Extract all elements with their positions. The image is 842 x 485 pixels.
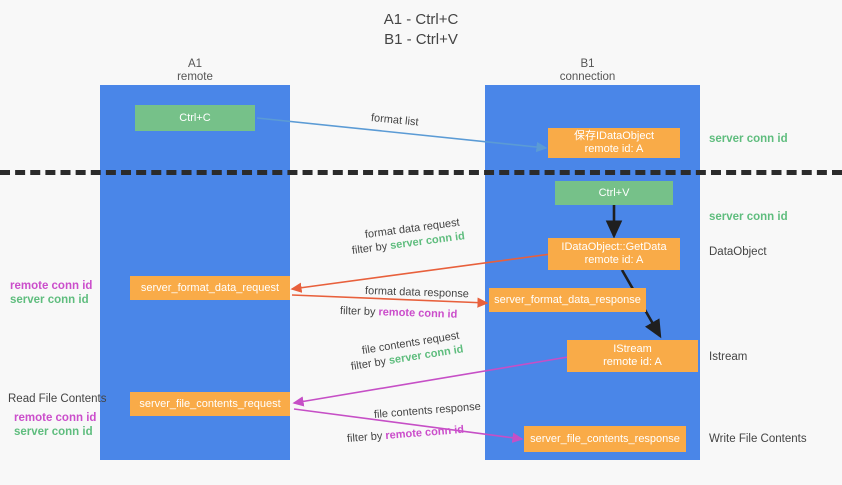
filter-prefix: filter by xyxy=(346,429,386,445)
box-ctrl-v-label: Ctrl+V xyxy=(598,186,630,199)
arrow-format-data-response xyxy=(291,294,489,308)
box-save-idataobject-line1: 保存IDataObject xyxy=(573,130,655,142)
arrow-file-contents-request xyxy=(292,356,569,407)
box-server-format-data-request-label: server_format_data_request xyxy=(140,281,280,294)
arrow-format-list xyxy=(256,117,548,153)
box-istream-line2: remote id: A xyxy=(603,356,662,368)
box-ctrl-c[interactable]: Ctrl+C xyxy=(135,105,255,131)
box-server-file-contents-request-label: server_file_contents_request xyxy=(139,397,281,410)
left-label-server-conn-id-upper: server conn id xyxy=(10,294,89,306)
box-server-file-contents-response-label: server_file_contents_response xyxy=(530,432,680,445)
box-server-file-contents-response[interactable]: server_file_contents_response xyxy=(524,426,686,452)
lane-header-b1-sub: connection xyxy=(559,71,616,83)
box-server-file-contents-request[interactable]: server_file_contents_request xyxy=(130,392,290,416)
box-save-idataobject-line2: remote id: A xyxy=(584,143,644,155)
box-server-format-data-response[interactable]: server_format_data_response xyxy=(489,288,646,312)
right-label-write-file-contents: Write File Contents xyxy=(709,433,807,445)
edge-label-format-data-response-text: format data response xyxy=(364,285,470,301)
lane-header-b1: B1 connection xyxy=(495,58,680,84)
box-server-format-data-response-label: server_format_data_response xyxy=(494,293,641,306)
box-server-format-data-request[interactable]: server_format_data_request xyxy=(130,276,290,300)
right-label-server-conn-id-top: server conn id xyxy=(709,133,788,145)
phase-divider xyxy=(0,170,842,175)
lane-header-a1-name: A1 xyxy=(187,58,203,70)
right-label-server-conn-id-mid: server conn id xyxy=(709,211,788,223)
arrow-format-data-request xyxy=(290,253,552,293)
left-label-server-conn-id-lower: server conn id xyxy=(14,426,93,438)
box-idataobject-getdata-line1: IDataObject::GetData xyxy=(561,241,667,253)
page-title: A1 - Ctrl+C B1 - Ctrl+V xyxy=(0,10,842,50)
lane-header-a1: A1 remote xyxy=(110,58,280,84)
right-label-dataobject: DataObject xyxy=(709,246,767,258)
left-label-read-file-contents: Read File Contents xyxy=(8,393,107,405)
box-idataobject-getdata[interactable]: IDataObject::GetData remote id: A xyxy=(548,238,680,270)
right-label-istream: Istream xyxy=(709,351,748,363)
filter-prefix: filter by xyxy=(339,305,379,319)
title-line-1: A1 - Ctrl+C xyxy=(383,11,459,28)
title-line-2: B1 - Ctrl+V xyxy=(384,31,458,48)
left-label-remote-conn-id-lower: remote conn id xyxy=(14,412,97,424)
box-ctrl-c-label: Ctrl+C xyxy=(179,111,211,124)
lane-header-b1-name: B1 xyxy=(580,58,595,70)
lane-header-a1-sub: remote xyxy=(177,71,213,83)
box-idataobject-getdata-line2: remote id: A xyxy=(584,254,644,266)
box-save-idataobject[interactable]: 保存IDataObject remote id: A xyxy=(548,128,680,158)
box-ctrl-v[interactable]: Ctrl+V xyxy=(555,181,673,205)
box-istream[interactable]: IStream remote id: A xyxy=(567,340,698,372)
left-label-remote-conn-id-upper: remote conn id xyxy=(10,280,93,292)
filter-value-remote-conn-id: remote conn id xyxy=(378,306,458,321)
arrow-file-contents-response xyxy=(293,408,524,443)
box-istream-line1: IStream xyxy=(613,343,652,355)
